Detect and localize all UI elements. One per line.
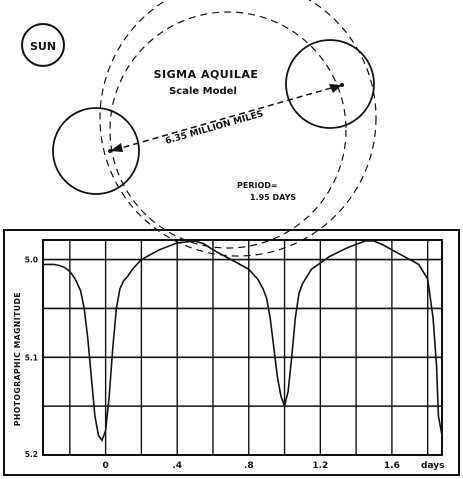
y-tick-label: 5.2 xyxy=(25,450,38,459)
separation-line xyxy=(113,85,339,151)
x-axis-ticks: 0 .4 .8 1.2 1.6 xyxy=(102,461,399,471)
y-axis-label: PHOTOGRAPHIC MAGNITUDE xyxy=(13,292,22,426)
y-tick-label: 5.0 xyxy=(25,256,38,265)
scale-model: SUN 6.35 MILLION MILES SIGMA AQUILAE Sca… xyxy=(21,0,377,257)
y-tick-label: 5.1 xyxy=(25,353,38,362)
separation-label: 6.35 MILLION MILES xyxy=(164,109,264,147)
arrow-left-icon xyxy=(110,143,123,152)
chart-grid xyxy=(43,240,442,455)
star-left xyxy=(52,107,140,195)
x-tick-label: 0 xyxy=(102,461,108,471)
model-title: SIGMA AQUILAE xyxy=(154,68,259,81)
chart-outer-frame xyxy=(3,229,460,476)
sun-circle xyxy=(21,23,65,67)
x-tick-label: .4 xyxy=(172,461,182,471)
x-tick-label: 1.6 xyxy=(384,461,400,471)
period-label: PERIOD= xyxy=(237,181,278,190)
y-axis-ticks: 5.0 5.1 5.2 xyxy=(25,256,38,459)
light-curve-chart: 0 .4 .8 1.2 1.6 5.0 5.1 5.2 PHOTOGRAPHIC MAGNI… xyxy=(3,229,460,476)
orbit-inner xyxy=(109,11,347,249)
arrow-right-icon xyxy=(329,84,342,93)
x-axis-label: days xyxy=(421,461,444,471)
x-tick-label: .8 xyxy=(244,461,254,471)
star-right xyxy=(285,39,375,129)
orbit-outer xyxy=(99,0,377,257)
light-curve-series xyxy=(43,240,443,442)
plot-area xyxy=(42,239,443,456)
period-value: 1.95 DAYS xyxy=(250,193,296,202)
sun-label: SUN xyxy=(30,40,56,53)
x-tick-label: 1.2 xyxy=(312,461,328,471)
model-subtitle: Scale Model xyxy=(169,86,237,97)
